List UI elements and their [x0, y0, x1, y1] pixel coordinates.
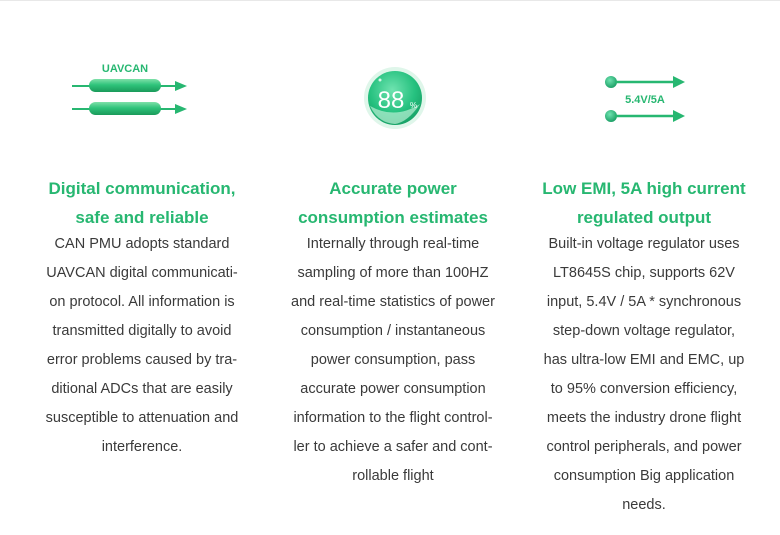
- uavcan-label: UAVCAN: [102, 63, 148, 75]
- feature-regulated-output: 5.4V/5A Low EMI, 5A high current regulat…: [519, 0, 769, 535]
- voltage-output-icon: 5.4V/5A: [519, 40, 769, 150]
- accuracy-gauge-icon: 88 %: [268, 40, 518, 150]
- feature-description: CAN PMU adopts standard UAVCAN digital c…: [45, 236, 239, 455]
- feature-digital-communication: UAVCAN Digital communication, safe and r…: [17, 0, 267, 535]
- gauge-value: 88: [378, 87, 405, 114]
- feature-title: Accurate power consumption estimates: [298, 179, 488, 227]
- uavcan-bus-icon: UAVCAN: [17, 40, 267, 150]
- feature-title: Digital communication, safe and reliable: [48, 179, 236, 227]
- feature-power-estimation: 88 % Accurate power consumption estimate…: [268, 0, 518, 535]
- feature-description: Internally through real-time sampling of…: [291, 236, 495, 484]
- feature-description: Built-in voltage regulator uses LT8645S …: [543, 236, 745, 513]
- feature-title: Low EMI, 5A high current regulated outpu…: [542, 179, 746, 227]
- voltage-label: 5.4V/5A: [625, 94, 665, 106]
- gauge-unit: %: [410, 101, 417, 110]
- top-divider: [0, 0, 780, 1]
